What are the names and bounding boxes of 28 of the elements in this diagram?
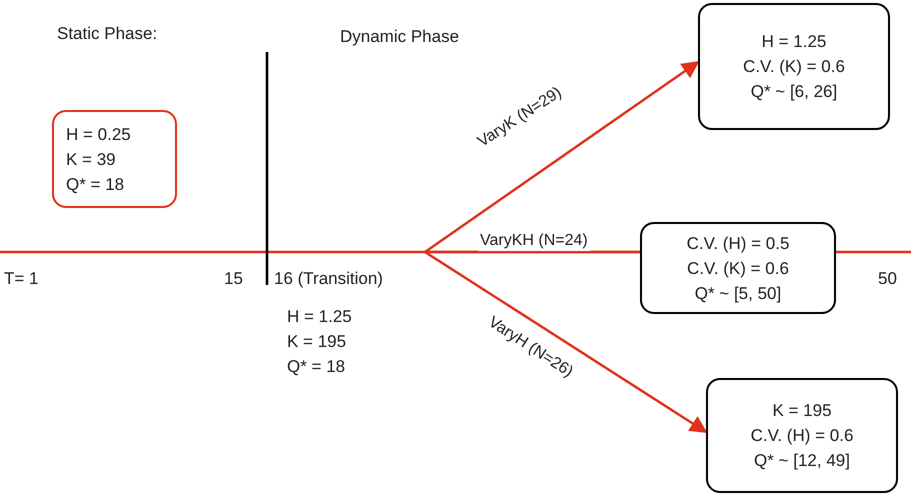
parameter-text: Q* ~ [12, 49]	[754, 450, 850, 472]
parameter-box	[640, 222, 836, 314]
parameter-text: Q* ~ [5, 50]	[694, 282, 782, 304]
parameter-box	[706, 378, 898, 493]
parameter-text: Q* = 18	[66, 174, 124, 196]
parameter-text: K = 39	[66, 148, 116, 170]
time-label: T= 1	[4, 268, 38, 290]
parameter-box	[698, 3, 890, 130]
time-label: 15	[224, 268, 243, 290]
parameter-text: H = 1.25	[762, 31, 826, 53]
parameter-text: C.V. (K) = 0.6	[687, 258, 789, 280]
parameter-text: Q* ~ [6, 26]	[750, 81, 838, 103]
parameter-text: C.V. (H) = 0.5	[686, 232, 790, 254]
arrow	[424, 250, 708, 434]
parameter-box	[52, 110, 177, 208]
parameter-text: K = 195	[287, 331, 346, 353]
parameter-text: H = 1.25	[287, 306, 352, 328]
parameter-text: K = 195	[772, 400, 832, 422]
time-label: 16 (Transition)	[274, 268, 383, 290]
time-label: 50	[878, 268, 897, 290]
parameter-text: H = 0.25	[66, 124, 131, 146]
parameter-text: Q* = 18	[287, 356, 346, 378]
parameter-text: C.V. (K) = 0.6	[743, 56, 845, 78]
phase-heading: Dynamic Phase	[340, 26, 460, 48]
edge-label: VaryKH (N=24)	[478, 231, 590, 251]
parameter-text: C.V. (H) = 0.6	[750, 425, 854, 447]
arrow	[424, 60, 700, 254]
phase-heading: Static Phase:	[57, 23, 158, 45]
